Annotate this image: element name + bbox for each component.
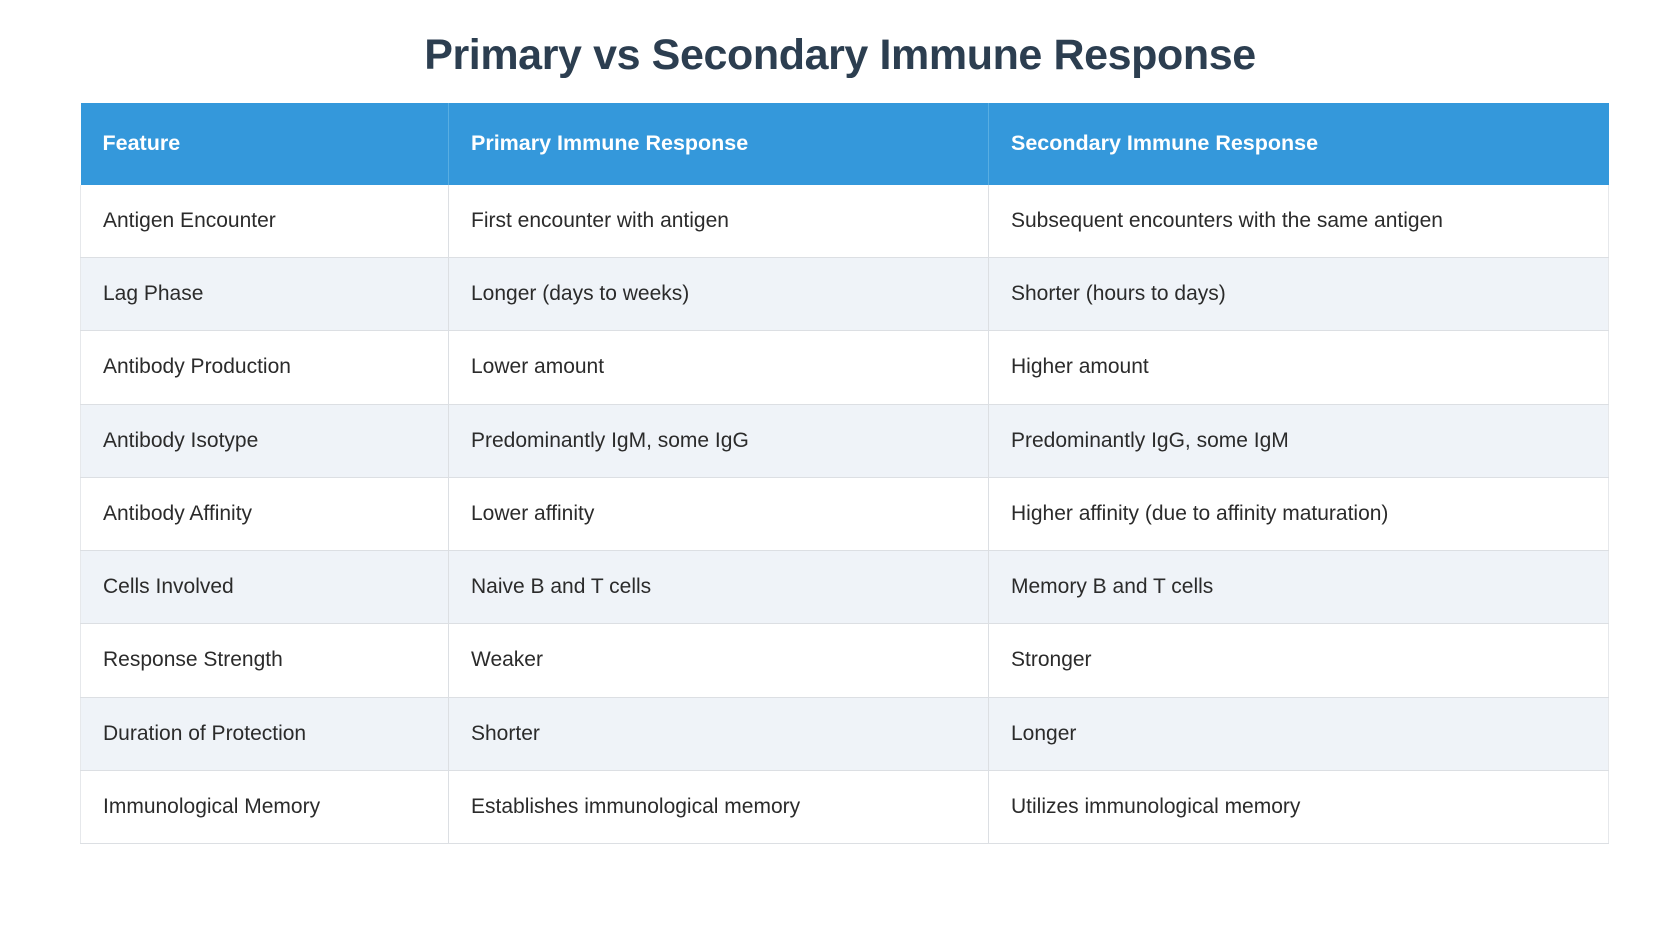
table-row: Lag Phase Longer (days to weeks) Shorter… (80, 257, 1609, 332)
comparison-table: Feature Primary Immune Response Secondar… (80, 102, 1609, 845)
cell-feature: Cells Involved (80, 550, 449, 625)
cell-secondary: Longer (988, 697, 1609, 771)
cell-feature: Lag Phase (80, 257, 449, 332)
table-row: Duration of Protection Shorter Longer (80, 697, 1609, 771)
cell-secondary: Stronger (988, 623, 1609, 698)
cell-feature: Antibody Affinity (80, 477, 449, 552)
cell-primary: Shorter (448, 697, 989, 771)
column-header-secondary-immune-response: Secondary Immune Response (988, 102, 1609, 185)
table-row: Immunological Memory Establishes immunol… (80, 770, 1609, 845)
cell-primary: Lower amount (448, 330, 989, 405)
table-container: Feature Primary Immune Response Secondar… (40, 81, 1640, 845)
table-header: Feature Primary Immune Response Secondar… (80, 102, 1609, 185)
table-row: Antibody Production Lower amount Higher … (80, 330, 1609, 405)
cell-feature: Antibody Isotype (80, 404, 449, 478)
column-header-feature: Feature (80, 102, 449, 185)
cell-primary: Establishes immunological memory (448, 770, 989, 845)
cell-secondary: Utilizes immunological memory (988, 770, 1609, 845)
cell-secondary: Higher affinity (due to affinity maturat… (988, 477, 1609, 552)
column-header-primary-immune-response: Primary Immune Response (448, 102, 989, 185)
cell-feature: Antibody Production (80, 330, 449, 405)
cell-secondary: Predominantly IgG, some IgM (988, 404, 1609, 478)
cell-secondary: Memory B and T cells (988, 550, 1609, 625)
cell-primary: Naive B and T cells (448, 550, 989, 625)
cell-feature: Duration of Protection (80, 697, 449, 771)
cell-secondary: Higher amount (988, 330, 1609, 405)
cell-feature: Response Strength (80, 623, 449, 698)
cell-primary: First encounter with antigen (448, 184, 989, 259)
cell-feature: Antigen Encounter (80, 184, 449, 259)
table-row: Antibody Affinity Lower affinity Higher … (80, 477, 1609, 552)
table-row: Cells Involved Naive B and T cells Memor… (80, 550, 1609, 625)
cell-primary: Lower affinity (448, 477, 989, 552)
cell-feature: Immunological Memory (80, 770, 449, 845)
table-body: Antigen Encounter First encounter with a… (80, 184, 1609, 845)
cell-primary: Predominantly IgM, some IgG (448, 404, 989, 478)
page-title: Primary vs Secondary Immune Response (424, 31, 1256, 79)
table-row: Antibody Isotype Predominantly IgM, some… (80, 404, 1609, 478)
table-row: Antigen Encounter First encounter with a… (80, 184, 1609, 259)
cell-secondary: Subsequent encounters with the same anti… (988, 184, 1609, 259)
cell-primary: Weaker (448, 623, 989, 698)
cell-primary: Longer (days to weeks) (448, 257, 989, 332)
table-row: Response Strength Weaker Stronger (80, 623, 1609, 698)
cell-secondary: Shorter (hours to days) (988, 257, 1609, 332)
table-header-row: Feature Primary Immune Response Secondar… (80, 102, 1609, 185)
